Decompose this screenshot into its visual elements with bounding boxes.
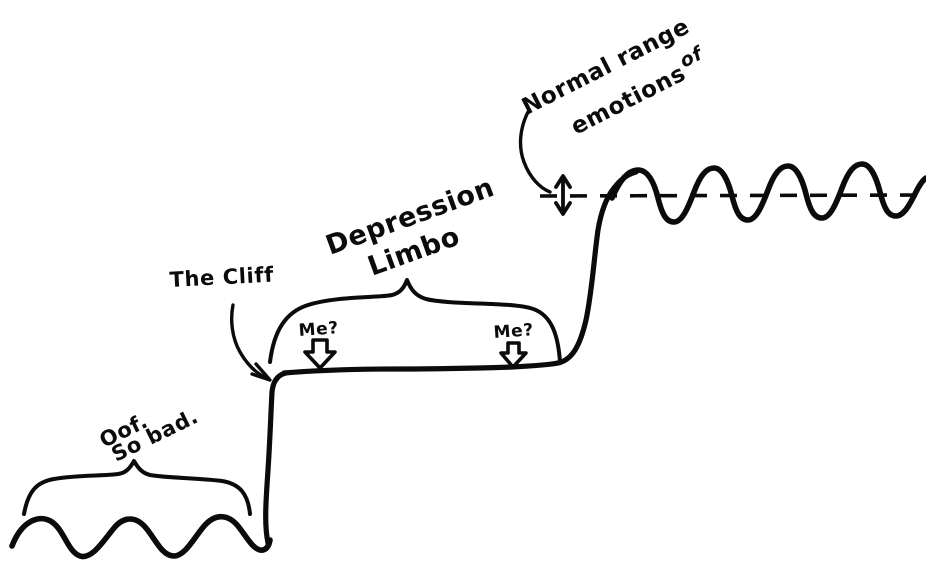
normal-range-label-group: Normal range of emotions — [518, 14, 708, 194]
amplitude-arrow-head-down — [554, 201, 572, 216]
depression-limbo-label: Depression Limbo — [322, 172, 499, 283]
oof-so-bad-label: Oof. So bad. — [96, 404, 202, 466]
amplitude-arrow-head-up — [554, 174, 572, 189]
oof-brace-path — [22, 459, 252, 516]
normal-range-pointer-arrow — [518, 110, 552, 194]
the-cliff-arrowhead — [250, 362, 272, 382]
me-marker-right: Me? — [493, 320, 534, 369]
second-rise-path — [555, 169, 639, 366]
the-cliff-label: The Cliff — [169, 263, 275, 292]
depression-limbo-brace-path — [268, 278, 562, 364]
bottom-wave-path — [9, 513, 273, 560]
me-marker-left: Me? — [298, 318, 339, 370]
bottom-wave-segment — [9, 513, 273, 560]
normal-range-amplitude-arrow — [554, 174, 572, 216]
first-cliff-segment — [263, 370, 289, 546]
limbo-plateau-segment — [281, 360, 561, 376]
me-right-down-arrow — [499, 341, 528, 369]
top-wave-path — [609, 161, 926, 225]
me-left-down-arrow — [303, 338, 337, 370]
depression-limbo-brace — [268, 278, 562, 364]
the-cliff-label-group: The Cliff — [169, 263, 275, 382]
second-rise-segment — [555, 169, 639, 366]
the-cliff-pointer-arrow — [230, 303, 268, 380]
oof-brace — [22, 459, 252, 516]
me-right-label: Me? — [493, 320, 534, 343]
top-wave-segment — [609, 161, 926, 225]
first-cliff-path — [263, 370, 289, 546]
me-left-label: Me? — [298, 318, 339, 341]
limbo-plateau-path — [281, 360, 561, 376]
